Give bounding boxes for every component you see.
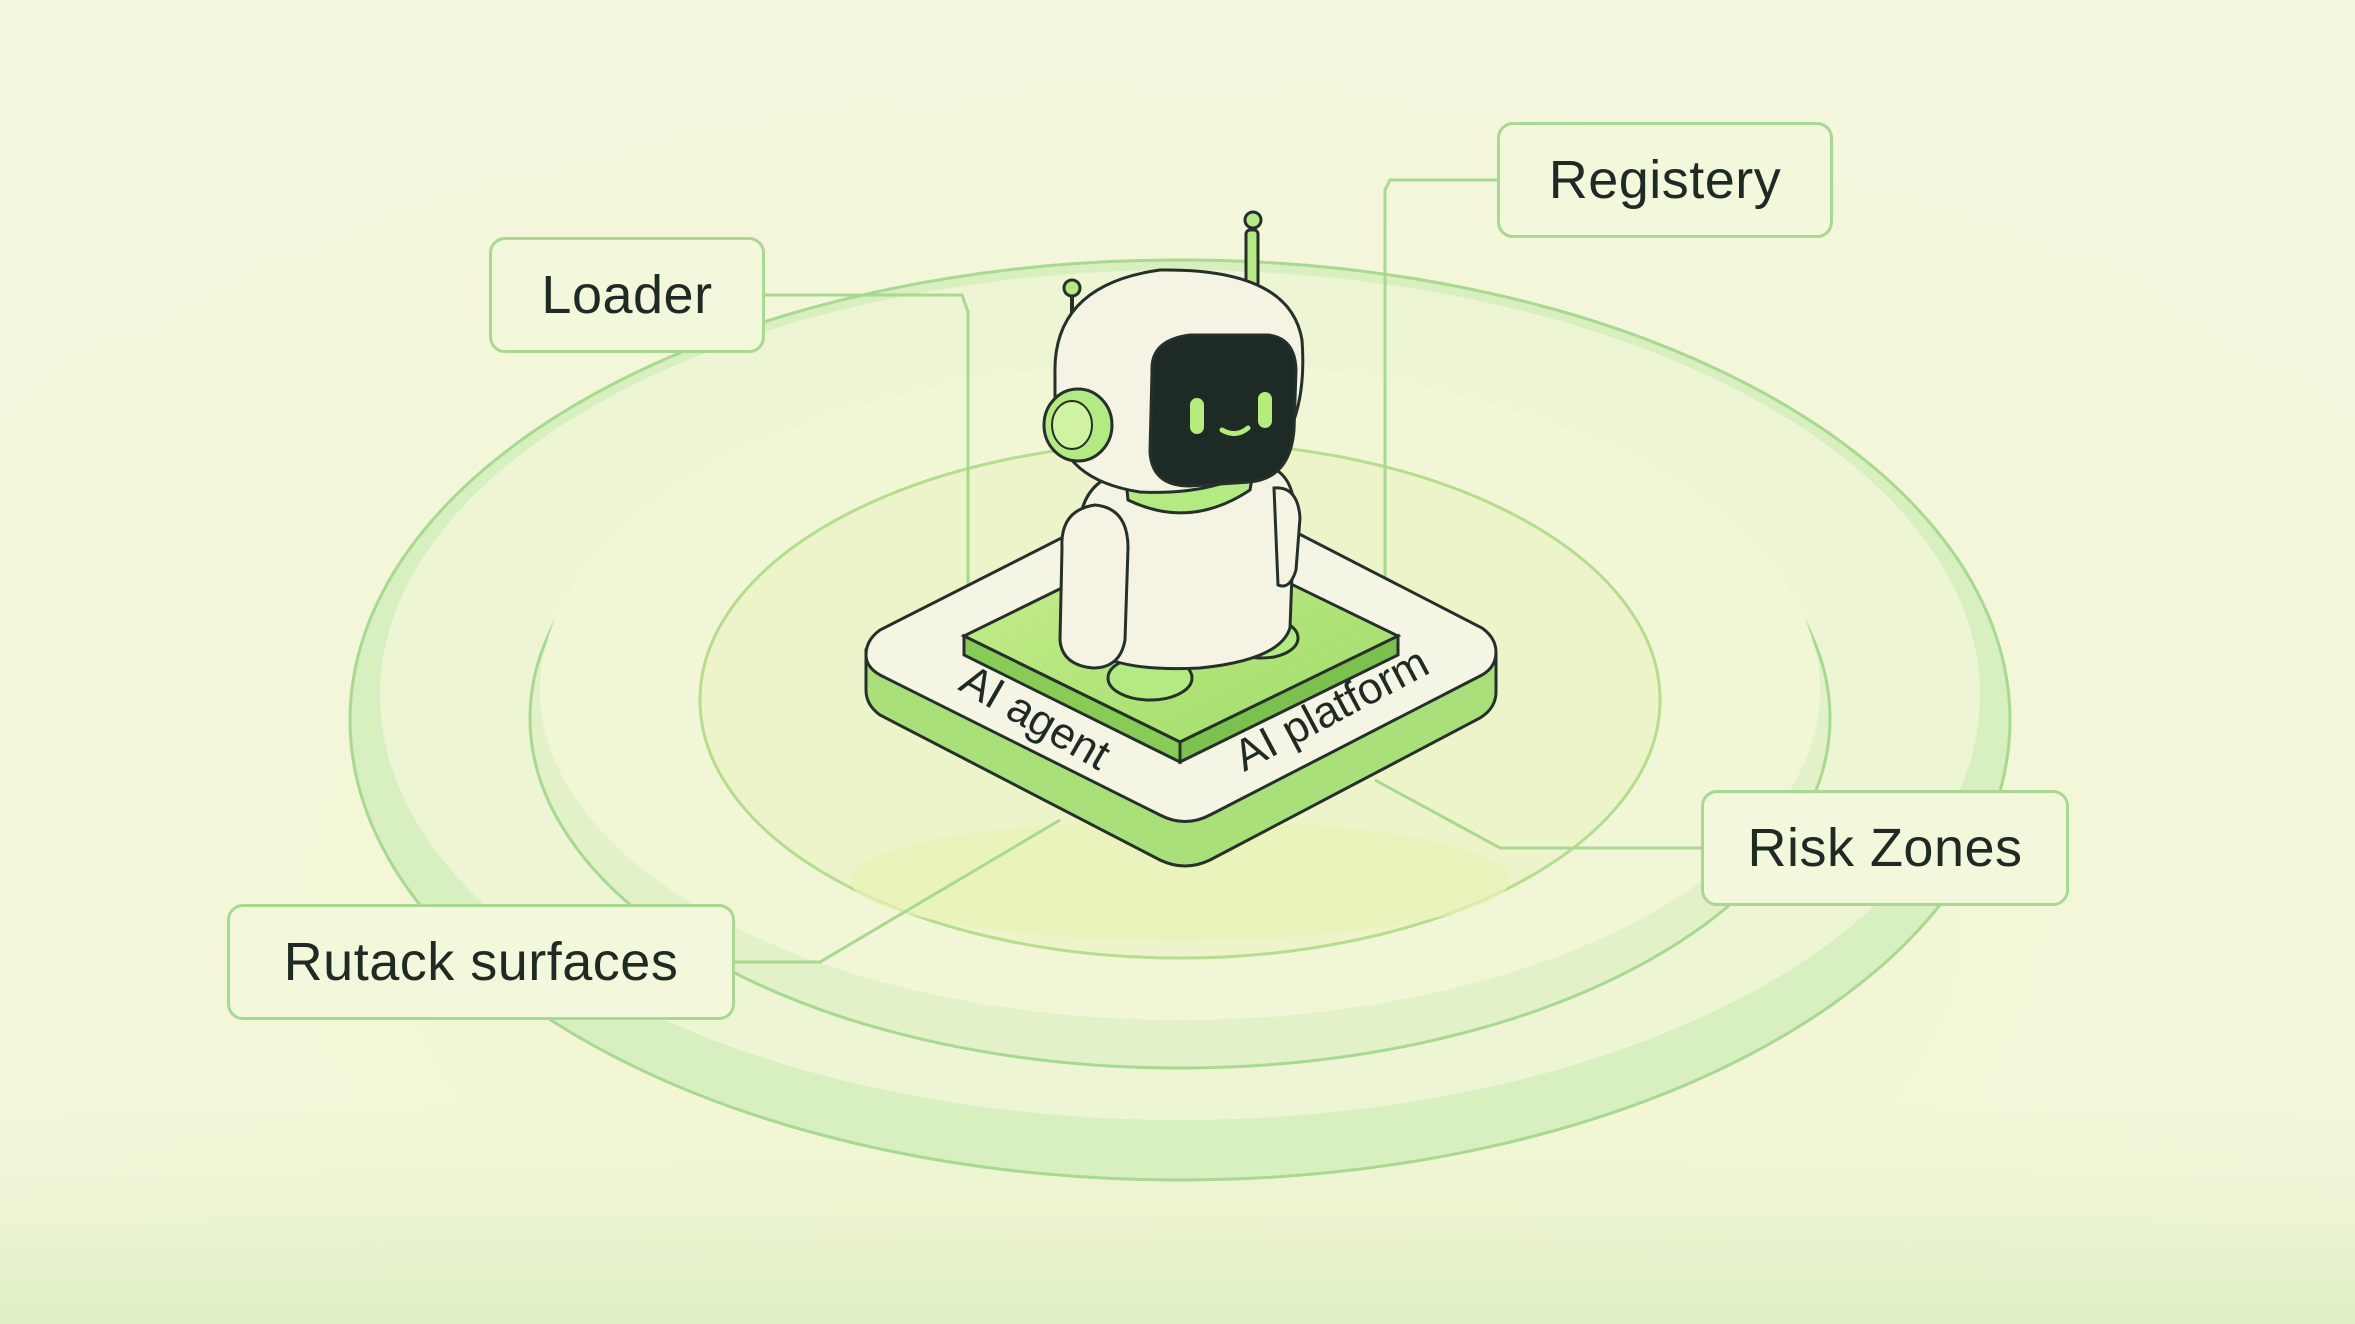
robot-left-arm — [1058, 503, 1130, 670]
robot-right-eye — [1258, 392, 1272, 428]
robot-smile — [1219, 425, 1251, 436]
robot-right-arm — [1272, 486, 1302, 588]
connector-risk-zones — [1374, 778, 1701, 850]
callout-risk-zones: Risk Zones — [1701, 790, 2069, 906]
robot-visor — [1148, 333, 1298, 488]
connector-lines — [735, 178, 1701, 964]
robot-left-eye — [1190, 398, 1204, 434]
connector-registry — [1383, 178, 1497, 590]
callout-loader: Loader — [489, 237, 765, 353]
connector-loader — [765, 293, 970, 605]
callout-registry: Registery — [1497, 122, 1833, 238]
connector-attack-surfaces — [735, 818, 1061, 964]
callout-attack-surfaces: Rutack surfaces — [227, 904, 735, 1020]
robot-mascot: AI — [1042, 210, 1305, 702]
